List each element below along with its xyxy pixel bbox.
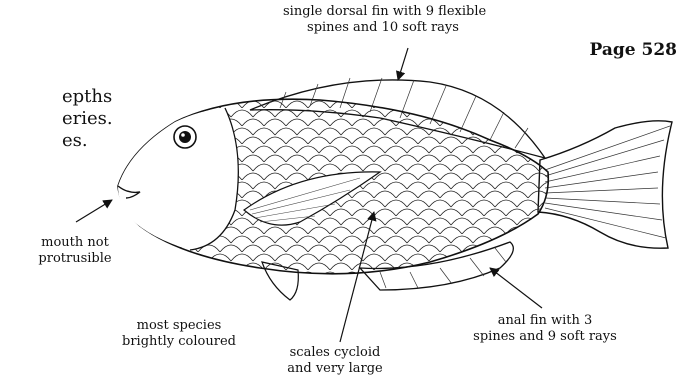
eye — [174, 126, 196, 148]
mouth-arrow — [76, 200, 112, 222]
anal-fin-arrow — [490, 268, 542, 308]
caudal-fin — [538, 121, 672, 248]
dorsal-fin-arrow — [398, 48, 408, 80]
